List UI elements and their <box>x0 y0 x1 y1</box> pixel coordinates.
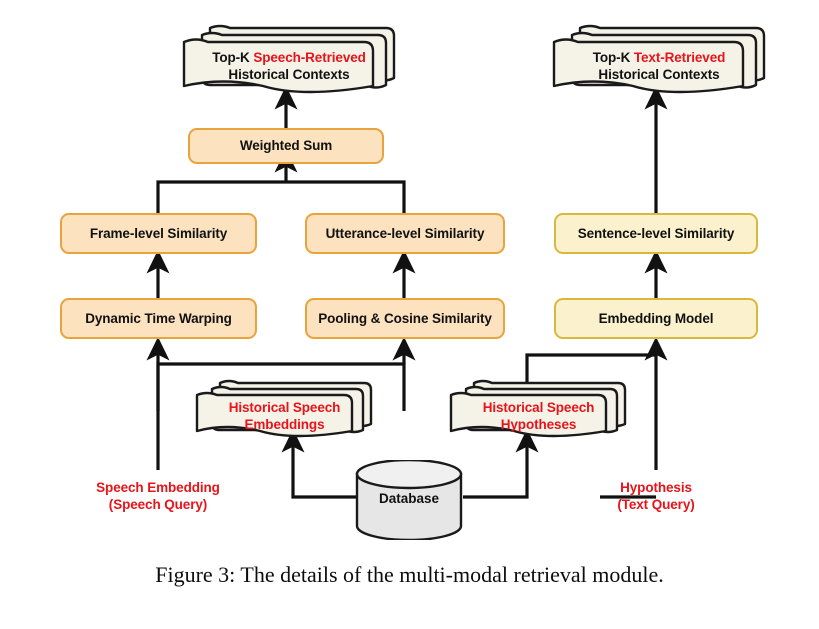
node-frame-level-similarity[interactable]: Frame-level Similarity <box>60 213 257 254</box>
database-cylinder-icon <box>355 458 463 542</box>
query-speech-line2: (Speech Query) <box>108 496 208 512</box>
store-historical-speech-hypotheses: Historical Speech Hypotheses <box>446 378 631 441</box>
wire-database-to-speechemb <box>281 428 356 499</box>
node-weighted-sum[interactable]: Weighted Sum <box>188 128 384 164</box>
query-speech-line1: Speech Embedding <box>96 480 220 495</box>
store-database[interactable]: Database <box>354 458 464 542</box>
wire-similarity-merge-bracket <box>156 180 406 213</box>
store-historical-speech-embeddings: Historical Speech Embeddings <box>192 378 377 441</box>
query-text-line2: (Text Query) <box>617 496 695 512</box>
output-stack-speech-retrieved: Top-K Speech-Retrieved Historical Contex… <box>178 22 400 98</box>
node-pooling-cosine-similarity[interactable]: Pooling & Cosine Similarity <box>305 298 505 339</box>
query-speech-embedding: Speech Embedding (Speech Query) <box>78 480 238 514</box>
node-embedding-model[interactable]: Embedding Model <box>554 298 758 339</box>
node-sentence-level-similarity[interactable]: Sentence-level Similarity <box>554 213 758 254</box>
wire-database-to-hypotheses <box>463 428 539 499</box>
query-text-line1: Hypothesis <box>620 480 692 495</box>
output-stack-text-retrieved: Top-K Text-Retrieved Historical Contexts <box>548 22 770 98</box>
node-dynamic-time-warping[interactable]: Dynamic Time Warping <box>60 298 257 339</box>
figure-caption: Figure 3: The details of the multi-modal… <box>155 562 664 587</box>
node-utterance-level-similarity[interactable]: Utterance-level Similarity <box>305 213 505 254</box>
query-hypothesis-text: Hypothesis (Text Query) <box>590 480 722 514</box>
